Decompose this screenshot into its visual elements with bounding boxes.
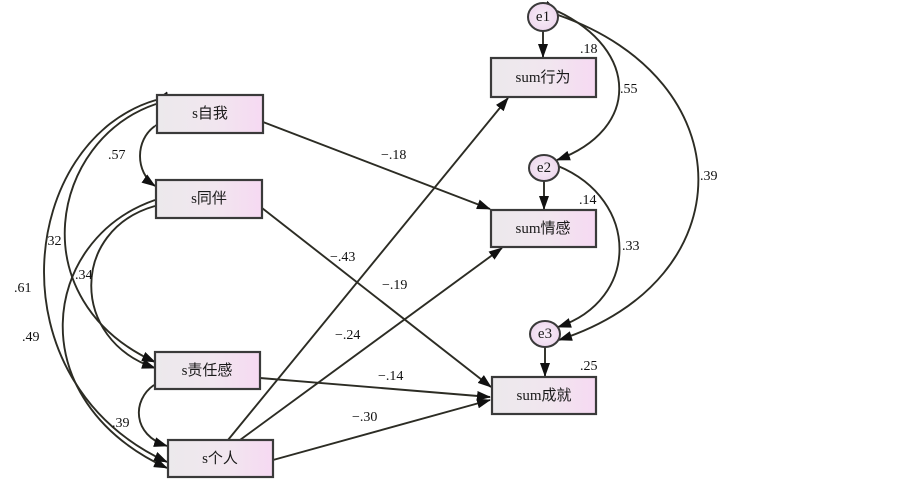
- node-label: s责任感: [182, 362, 233, 379]
- coefficient-label: .32: [44, 234, 62, 249]
- covariance-e1-e3: .39: [544, 5, 718, 341]
- path-arrow-indiv-behav: [227, 97, 509, 441]
- coefficient-label: .49: [22, 330, 40, 345]
- coefficient-label: .57: [108, 148, 126, 163]
- coefficient-label: .39: [112, 416, 130, 431]
- path-arrow-peer-achv: [261, 207, 492, 388]
- covariance-self-indiv: .61: [14, 91, 170, 463]
- covariance-resp-indiv: .39: [112, 373, 168, 447]
- r-squared-label: .25: [580, 359, 598, 374]
- error-node-e1[interactable]: e1: [527, 2, 559, 32]
- node-label: sum行为: [515, 69, 570, 86]
- covariance-self-peer: .57: [108, 114, 169, 187]
- r-squared-label: .14: [579, 193, 597, 208]
- coefficient-label: .33: [622, 239, 640, 254]
- covariance-self-resp: .32: [44, 95, 170, 363]
- node-label: sum成就: [516, 387, 571, 404]
- covariance-curve: [90, 197, 169, 369]
- node-sum-emotion[interactable]: sum情感 .14: [489, 193, 598, 249]
- node-sum-achievement[interactable]: sum成就 .25: [490, 359, 598, 416]
- covariance-peer-resp: .34: [75, 197, 169, 369]
- node-label: sum情感: [515, 220, 570, 237]
- path-coef-self-emo: −.18: [381, 148, 406, 163]
- node-s-responsibility[interactable]: s责任感: [153, 350, 262, 391]
- error-label: e1: [536, 9, 550, 25]
- coefficient-label: .39: [700, 169, 718, 184]
- node-s-peer[interactable]: s同伴: [154, 178, 264, 220]
- r-squared-label: .18: [580, 42, 598, 57]
- covariance-curve: [61, 190, 169, 469]
- covariance-e2-e3: .33: [544, 156, 640, 328]
- error-label: e2: [537, 160, 551, 176]
- covariance-curve: [543, 0, 620, 161]
- error-node-e3[interactable]: e3: [529, 320, 561, 348]
- error-label: e3: [538, 326, 552, 342]
- path-arrow-indiv-achv: [272, 398, 491, 461]
- coefficient-label: .55: [620, 82, 638, 97]
- path-coef-resp-achv: −.14: [378, 369, 403, 384]
- covariance-curve: [544, 5, 700, 341]
- path-arrow-indiv-emo: [239, 247, 503, 441]
- node-label: s个人: [202, 450, 238, 467]
- covariance-e1-e2: .55: [543, 0, 638, 161]
- edges-layer: [227, 97, 509, 461]
- covariance-peer-indiv: .49: [22, 190, 169, 469]
- covariance-curve: [63, 95, 170, 363]
- node-s-individual[interactable]: s个人: [166, 438, 275, 479]
- path-arrow-resp-achv: [259, 377, 491, 401]
- path-arrow-self-emo: [262, 121, 491, 210]
- coefficient-label: .34: [75, 268, 93, 283]
- path-coef-peer-achv: −.19: [382, 278, 407, 293]
- node-s-self[interactable]: s自我: [155, 93, 265, 135]
- covariance-curve: [138, 373, 168, 447]
- path-coef-indiv-behav: −.43: [330, 250, 355, 265]
- error-node-e2[interactable]: e2: [528, 154, 560, 182]
- path-coef-indiv-achv: −.30: [352, 410, 377, 425]
- path-coef-indiv-emo: −.24: [335, 328, 360, 343]
- node-sum-behavior[interactable]: sum行为 .18: [489, 42, 598, 99]
- node-label: s自我: [192, 105, 228, 122]
- covariance-curve: [43, 91, 170, 463]
- covariance-curve: [544, 156, 621, 328]
- covariance-curve: [139, 114, 169, 187]
- coefficient-label: .61: [14, 281, 32, 296]
- node-label: s同伴: [191, 190, 227, 207]
